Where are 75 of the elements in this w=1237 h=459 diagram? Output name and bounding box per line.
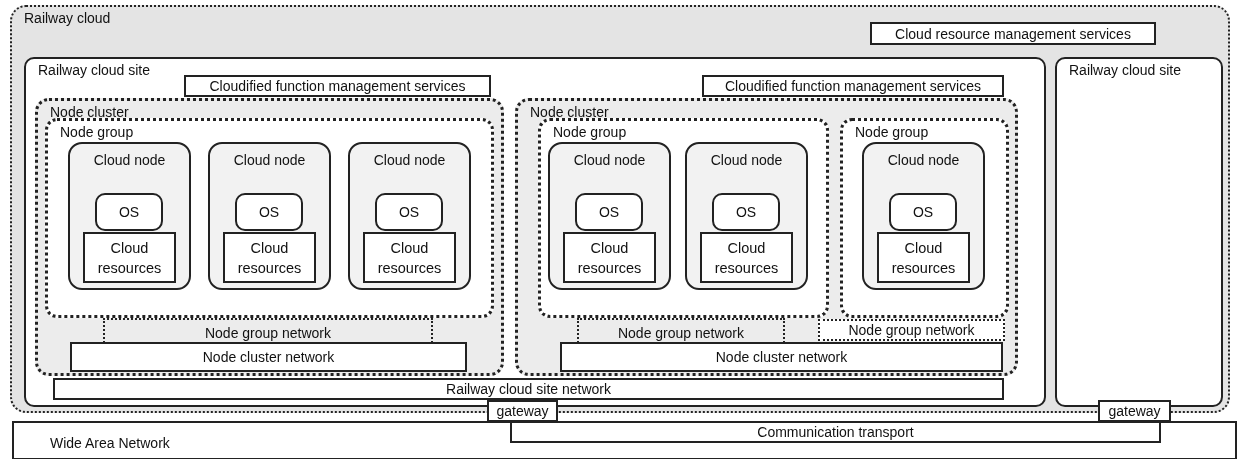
cloud-node-box — [68, 142, 191, 290]
node-heading: Cloud node — [92, 152, 167, 168]
box-label: Cloudified function management services — [208, 78, 467, 94]
cloud-site-panel — [24, 57, 1046, 407]
node-group-area — [538, 118, 829, 318]
service-box — [184, 75, 491, 97]
box-label: Communication transport — [756, 424, 915, 440]
resources-label: Cloud resources — [376, 239, 443, 278]
resources-label: Cloud resources — [713, 239, 780, 278]
box-label: Node group — [553, 124, 627, 140]
box-label: OS — [257, 204, 281, 220]
network-bar — [53, 378, 1004, 400]
cloud-site-panel — [1055, 57, 1223, 407]
box-label: OS — [397, 204, 421, 220]
node-heading: Cloud node — [372, 152, 447, 168]
node-heading: Cloud node — [232, 152, 307, 168]
cloud-node-box — [208, 142, 331, 290]
wan-panel — [12, 421, 1237, 459]
cloud-node-box — [348, 142, 471, 290]
os-box — [712, 193, 780, 231]
box-label: Node group network — [616, 325, 746, 341]
node-group-area — [840, 118, 1009, 318]
resources-label: Cloud resources — [96, 239, 163, 278]
resources-box — [563, 232, 656, 283]
box-label: OS — [597, 204, 621, 220]
resources-box — [363, 232, 456, 283]
network-bar — [560, 342, 1003, 372]
box-label: Node cluster — [530, 104, 609, 120]
box-label: Cloud resource management services — [894, 25, 1132, 42]
cloud-node-box — [685, 142, 808, 290]
resources-box — [877, 232, 970, 283]
os-box — [375, 193, 443, 231]
box-label: Cloudified function management services — [724, 78, 982, 94]
os-box — [95, 193, 163, 231]
node-group-area — [45, 118, 494, 318]
node-heading: Cloud node — [886, 152, 961, 168]
box-label: Railway cloud site — [1069, 62, 1182, 78]
resources-label: Cloud resources — [576, 239, 643, 278]
node-cluster-area — [35, 98, 504, 376]
node-cluster-area — [515, 98, 1018, 376]
os-box — [235, 193, 303, 231]
service-box — [702, 75, 1004, 97]
box-label: Node cluster network — [201, 349, 336, 365]
box-label: Node group network — [847, 322, 976, 338]
group-network-box — [818, 319, 1005, 341]
resources-label: Cloud resources — [890, 239, 957, 278]
transport-bar — [510, 423, 1161, 443]
box-label: OS — [117, 204, 141, 220]
box-label: OS — [911, 204, 935, 220]
box-label: Railway cloud — [24, 10, 111, 26]
box-label: Wide Area Network — [50, 435, 170, 451]
box-label: OS — [734, 204, 758, 220]
os-box — [575, 193, 643, 231]
resources-label: Cloud resources — [236, 239, 303, 278]
resources-box — [83, 232, 176, 283]
resources-box — [223, 232, 316, 283]
box-label: Node cluster — [50, 104, 129, 120]
service-box — [870, 22, 1156, 45]
box-label: Node cluster network — [714, 349, 849, 365]
box-label: Railway cloud site — [38, 62, 151, 78]
cloud-node-box — [548, 142, 671, 290]
box-label: Railway cloud site network — [445, 381, 612, 397]
box-label: gateway — [495, 403, 550, 419]
box-label: Node group network — [203, 325, 333, 341]
node-heading: Cloud node — [709, 152, 784, 168]
os-box — [889, 193, 957, 231]
gateway-box — [1098, 400, 1171, 422]
cloud-node-box — [862, 142, 985, 290]
box-label: Node group — [855, 124, 929, 140]
network-bar — [70, 342, 467, 372]
box-label: Node group — [60, 124, 134, 140]
box-label: gateway — [1107, 403, 1162, 419]
gateway-box — [487, 400, 558, 422]
node-heading: Cloud node — [572, 152, 647, 168]
resources-box — [700, 232, 793, 283]
